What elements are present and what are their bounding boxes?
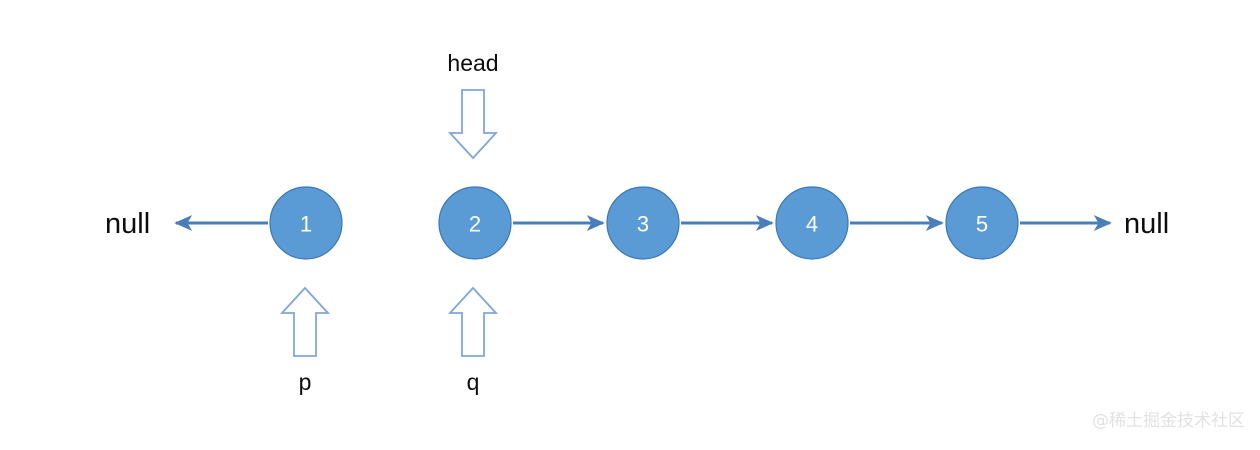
watermark: @稀土掘金技术社区: [1092, 411, 1245, 431]
null-terminal-right: null: [1124, 208, 1169, 240]
node-value-label: 5: [976, 212, 988, 237]
pointer-q: q: [447, 286, 499, 395]
node-value-label: 3: [637, 212, 649, 237]
pointer-q-label: q: [467, 369, 480, 395]
node-group: 1 2 3 4 5: [269, 186, 1019, 260]
node-value-label: 4: [806, 212, 818, 237]
list-node-5[interactable]: 5: [945, 186, 1019, 260]
node-circle: [438, 186, 512, 260]
list-node-3[interactable]: 3: [606, 186, 680, 260]
node-circle: [606, 186, 680, 260]
hollow-arrow-up-icon: [447, 286, 499, 357]
node-circle: [269, 186, 343, 260]
list-node-2[interactable]: 2: [438, 186, 512, 260]
node-value-label: 2: [469, 212, 481, 237]
node-circle: [945, 186, 1019, 260]
pointer-head-label: head: [447, 50, 498, 76]
null-terminal-left: null: [105, 208, 150, 240]
pointer-p-label: p: [299, 369, 312, 395]
node-circle: [775, 186, 849, 260]
list-node-1[interactable]: 1: [269, 186, 343, 260]
list-node-4[interactable]: 4: [775, 186, 849, 260]
node-value-label: 1: [300, 212, 312, 237]
hollow-arrow-down-icon: [447, 89, 499, 160]
pointer-head: head: [447, 50, 499, 160]
hollow-arrow-up-icon: [279, 286, 331, 357]
pointer-p: p: [279, 286, 331, 395]
